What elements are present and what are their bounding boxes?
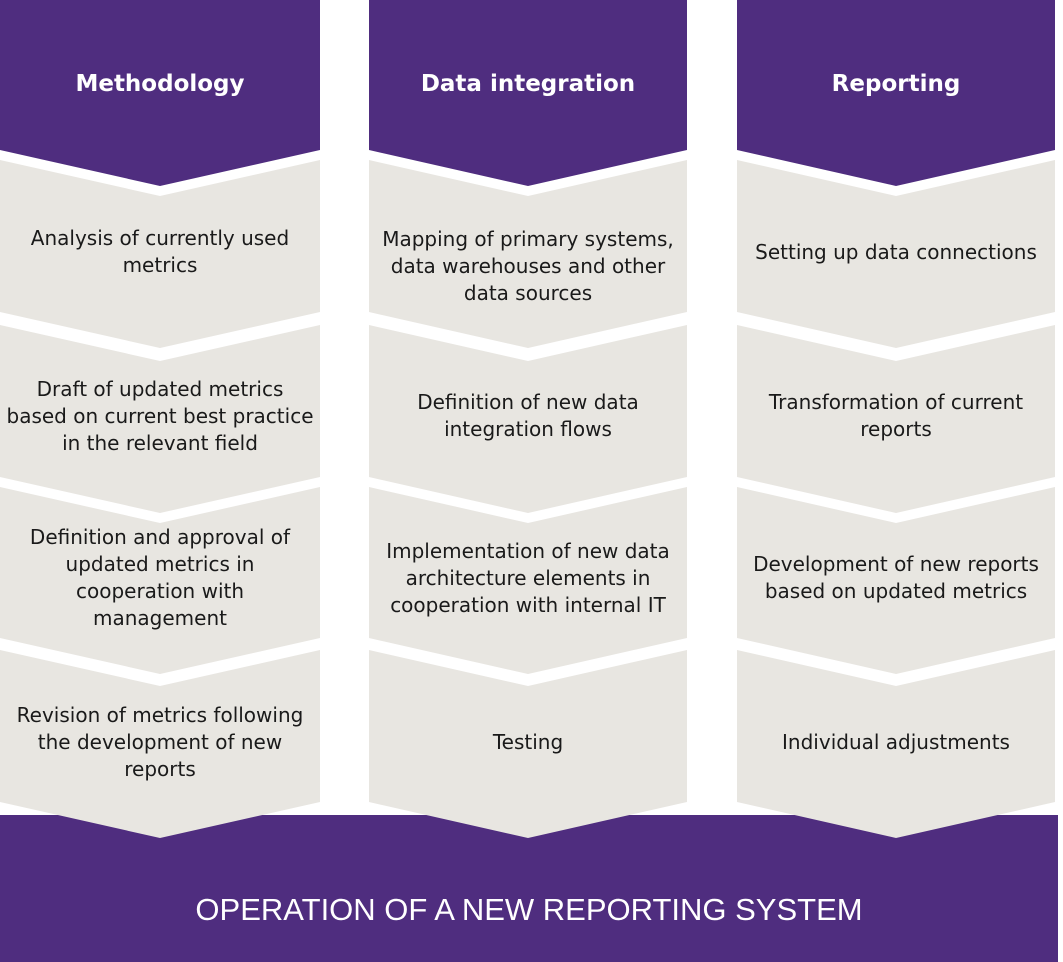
- step-chevron-data-integration-3: [369, 487, 687, 674]
- step-reporting-1: Setting up data connections: [755, 239, 1037, 264]
- step-chevron-methodology-1: [0, 160, 320, 348]
- step-methodology-3: Definition and approval of updated metri…: [29, 525, 291, 630]
- step-chevron-methodology-4: [0, 650, 320, 838]
- step-methodology-1: Analysis of currently used metrics: [30, 226, 290, 277]
- step-chevron-methodology-2: [0, 325, 320, 513]
- step-methodology-2: Draft of updated metrics based on curren…: [6, 376, 314, 455]
- step-chevron-reporting-4: [737, 650, 1055, 838]
- header-chevron-data-integration: [369, 0, 687, 186]
- step-chevron-reporting-3: [737, 487, 1055, 674]
- column-header-methodology: Methodology: [75, 71, 245, 97]
- step-chevron-data-integration-2: [369, 325, 687, 513]
- step-chevron-data-integration-4: [369, 650, 687, 838]
- step-data-integration-4: Testing: [492, 729, 564, 754]
- step-chevron-data-integration-1: [369, 160, 687, 348]
- step-data-integration-1: Mapping of primary systems, data warehou…: [382, 226, 674, 305]
- step-data-integration-3: Implementation of new data architecture …: [386, 538, 670, 617]
- header-chevron-methodology: [0, 0, 320, 186]
- step-reporting-4: Individual adjustments: [782, 729, 1010, 754]
- step-reporting-3: Development of new reports based on upda…: [753, 552, 1039, 603]
- step-data-integration-2: Definition of new data integration flows: [417, 390, 639, 441]
- step-reporting-2: Transformation of current reports: [768, 390, 1024, 441]
- header-chevron-reporting: [737, 0, 1055, 186]
- step-chevron-reporting-1: [737, 160, 1055, 348]
- column-header-data-integration: Data integration: [420, 71, 636, 97]
- step-chevron-reporting-2: [737, 325, 1055, 513]
- column-header-reporting: Reporting: [831, 71, 961, 97]
- step-chevron-methodology-3: [0, 487, 320, 674]
- footer-banner-label: OPERATION OF A NEW REPORTING SYSTEM: [195, 892, 863, 927]
- footer-banner: [0, 815, 1058, 962]
- step-methodology-4: Revision of metrics following the develo…: [16, 702, 304, 781]
